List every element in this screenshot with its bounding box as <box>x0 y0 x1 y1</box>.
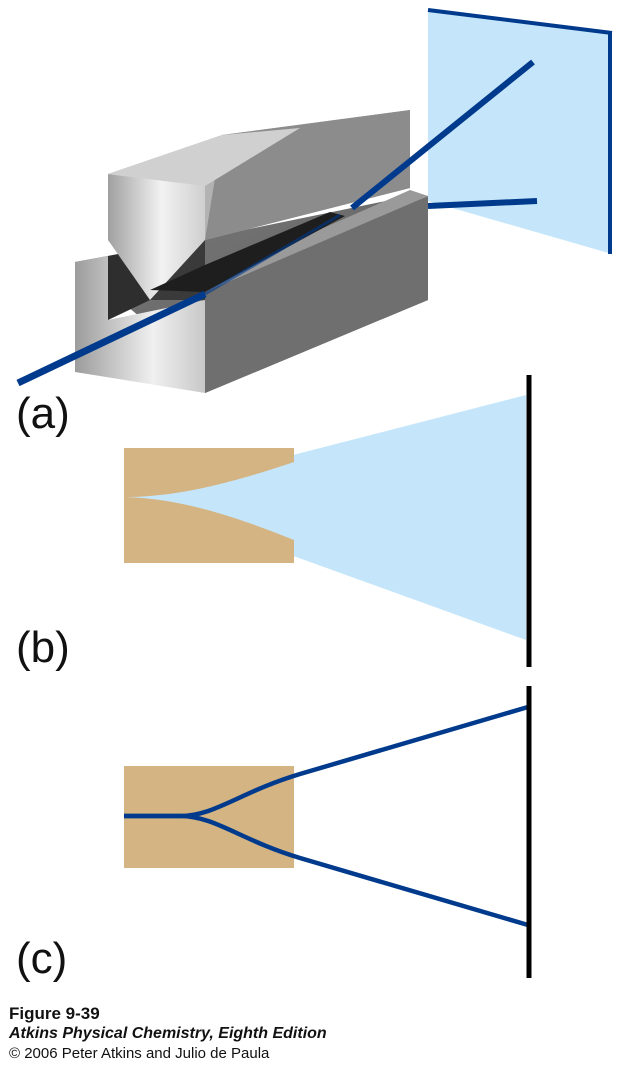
copyright-notice: © 2006 Peter Atkins and Julio de Paula <box>9 1045 270 1062</box>
panel-label-a: (a) <box>16 389 70 438</box>
panel-a-apparatus <box>16 8 613 393</box>
upper-magnet <box>108 110 410 300</box>
detector-plane-edge-top <box>427 8 613 35</box>
book-title: Atkins Physical Chemistry, Eighth Editio… <box>9 1025 327 1042</box>
panel-label-b: (b) <box>16 623 70 672</box>
figure-caption: Figure 9-39 Atkins Physical Chemistry, E… <box>9 1004 327 1064</box>
panel-b-classical <box>124 375 532 667</box>
incident-beam <box>16 290 207 387</box>
figure-number: Figure 9-39 <box>9 1004 100 1023</box>
panel-label-c: (c) <box>16 934 68 983</box>
deflected-beam-up <box>350 59 535 211</box>
magnet-gap <box>150 212 345 292</box>
lower-magnet <box>75 190 428 393</box>
classical-spread <box>130 395 526 640</box>
panel-c-observed <box>124 686 532 978</box>
magnet-gap-b <box>124 462 294 540</box>
observed-beam-down <box>124 813 529 928</box>
deflected-beam-down <box>427 198 538 209</box>
stern-gerlach-diagram <box>16 8 613 978</box>
incident-beam-inner <box>204 213 341 296</box>
detector-plane <box>428 10 612 254</box>
